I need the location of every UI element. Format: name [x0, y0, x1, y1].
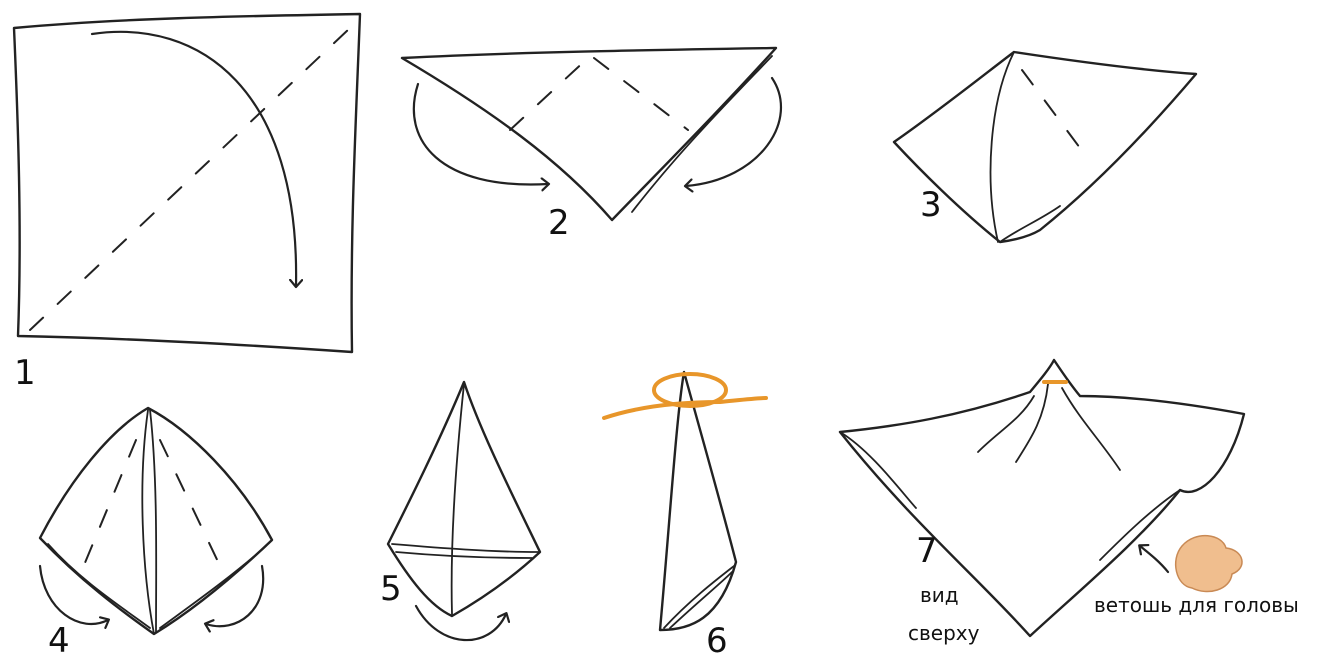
step-7-fold-right	[1062, 388, 1120, 470]
step-1-square-outline	[14, 14, 360, 352]
step-2-fold-line-right	[594, 58, 688, 130]
step-2-fold-line-left	[510, 58, 588, 130]
step-5-number: 5	[380, 569, 402, 609]
step-6-number: 6	[706, 621, 728, 654]
step-4-arrow-left	[40, 566, 108, 624]
step-2-number: 2	[548, 203, 570, 243]
step-3-lower-edge	[1000, 206, 1060, 242]
step-3-fold-line	[1022, 70, 1080, 148]
step-1-fold-line	[30, 28, 350, 330]
step-2-triangle-outline	[402, 48, 776, 220]
step-3-inner-fold	[991, 52, 1014, 242]
step-3-figure: 3	[894, 52, 1196, 242]
step-4-number: 4	[48, 621, 70, 654]
step-4-inner-left	[48, 544, 150, 628]
step-7-caption-line2: сверху	[908, 621, 980, 645]
step-1-figure: 1	[14, 14, 360, 393]
rag-label: ветошь для головы	[1094, 593, 1299, 617]
step-7-caption-line1: вид	[920, 583, 959, 607]
step-1-fold-arrow	[92, 32, 296, 286]
step-5-cross-fold-2	[396, 552, 532, 558]
step-4-inner-right	[160, 546, 266, 628]
step-5-cross-fold	[392, 544, 538, 552]
rag-blob	[1176, 536, 1242, 592]
step-2-fold-edge	[632, 56, 772, 212]
step-5-center-fold	[452, 384, 464, 614]
step-4-figure: 4	[40, 408, 272, 654]
step-2-arrow-left	[414, 84, 548, 184]
step-2-figure: 2	[402, 48, 781, 243]
step-3-number: 3	[920, 185, 942, 225]
step-5-outline	[388, 382, 540, 616]
step-6-figure: 6	[604, 372, 766, 654]
step-7-left-flap	[840, 432, 916, 508]
step-4-center-fold-2	[150, 410, 156, 632]
step-7-number: 7	[916, 531, 938, 571]
step-1-number: 1	[14, 353, 36, 393]
step-6-string	[604, 398, 766, 418]
step-6-outline	[660, 372, 736, 630]
rag-arrow	[1140, 546, 1168, 572]
step-6-inner-fold	[664, 566, 734, 628]
step-7-right-edge	[1100, 490, 1180, 560]
step-5-figure: 5	[380, 382, 540, 640]
